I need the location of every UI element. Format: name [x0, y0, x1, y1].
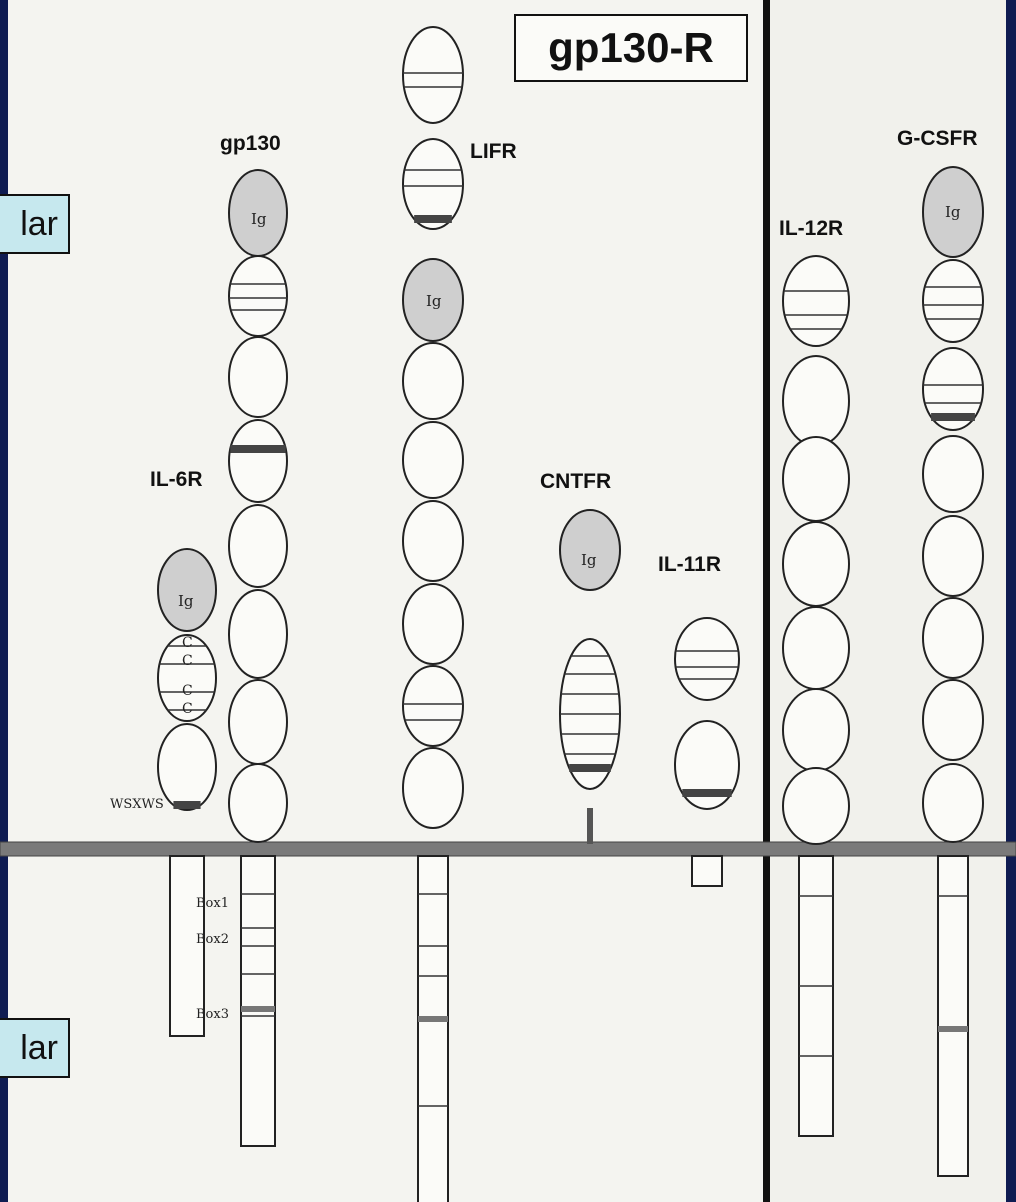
intracellular-label: lar: [0, 1018, 70, 1078]
lifr-domain: [402, 138, 464, 230]
ig-domain-label: Ig: [581, 551, 597, 569]
il12r-domain: [782, 688, 850, 772]
ig-domain-label: Ig: [251, 210, 267, 228]
receptor-label-il12r: IL-12R: [779, 217, 844, 240]
lifr-cytoplasmic-tail: [417, 855, 449, 1202]
diagram-title: gp130-R: [514, 14, 748, 82]
receptor-label-il6r: IL-6R: [150, 468, 203, 491]
gp130-cytoplasmic-tail: [240, 855, 276, 1147]
il12r-domain: [782, 767, 850, 845]
gp130-domain: [228, 336, 288, 418]
gp130-wsxws-band: [230, 445, 286, 453]
lifr-box-band: [418, 1016, 448, 1022]
lifr-domain: [402, 747, 464, 829]
gp130-domain: [228, 679, 288, 765]
gcsfr-wsxws-band: [931, 413, 975, 421]
lifr-domain: [402, 421, 464, 499]
receptor-label-il11r: IL-11R: [658, 553, 722, 576]
gp130-domain: [228, 763, 288, 843]
ig-domain-label: Ig: [426, 292, 442, 310]
gcsfr-ig-domain: [922, 166, 984, 258]
page-divider: [763, 0, 770, 1202]
gcsfr-cytoplasmic-tail: [937, 855, 969, 1177]
ig-domain-label: Ig: [945, 203, 961, 221]
il12r-domain: [782, 521, 850, 607]
cntfr-wsxws-band: [569, 764, 611, 772]
receptor-label-gcsfr: G-CSFR: [897, 127, 978, 150]
gcsfr-box-band: [938, 1026, 968, 1032]
cell-membrane: [0, 841, 1016, 857]
cysteine-label: C: [182, 635, 193, 651]
lifr-wsxws-band: [414, 215, 452, 223]
gp130-domain: [228, 255, 288, 337]
il12r-domain: [782, 436, 850, 522]
gcsfr-domain: [922, 763, 984, 843]
gcsfr-domain: [922, 597, 984, 679]
wsxws-motif-label: WSXWS: [110, 797, 164, 812]
gcsfr-domain: [922, 435, 984, 513]
il12r-domain: [782, 606, 850, 690]
box3-label: Box3: [196, 1007, 229, 1022]
gp130-domain: [228, 589, 288, 679]
gp130-box-band: [241, 1006, 275, 1012]
gp130-domain: [228, 419, 288, 503]
il6r-domain: [157, 723, 217, 811]
box1-label: Box1: [196, 896, 229, 911]
box2-label: Box2: [196, 932, 229, 947]
ig-domain-label: Ig: [178, 592, 194, 610]
gcsfr-domain: [922, 259, 984, 343]
gcsfr-domain: [922, 347, 984, 431]
cysteine-label: C: [182, 701, 193, 717]
gcsfr-domain: [922, 679, 984, 761]
il11r-wsxws-band: [682, 789, 732, 797]
cysteine-label: C: [182, 683, 193, 699]
il11r-cytoplasmic-tail: [691, 855, 723, 887]
il6r-ig-domain: [157, 548, 217, 632]
lifr-domain: [402, 342, 464, 420]
receptor-label-cntfr: CNTFR: [540, 470, 612, 493]
il11r-domain: [674, 617, 740, 701]
page-left: [8, 0, 764, 1202]
il11r-domain: [674, 720, 740, 810]
cysteine-label: C: [182, 653, 193, 669]
gcsfr-domain: [922, 515, 984, 597]
receptor-label-gp130: gp130: [220, 132, 281, 155]
extracellular-label: lar: [0, 194, 70, 254]
lifr-domain: [402, 665, 464, 747]
lifr-domain: [402, 583, 464, 665]
lifr-ig-domain: [402, 258, 464, 342]
lifr-domain: [402, 500, 464, 582]
il12r-domain: [782, 355, 850, 447]
il12r-cytoplasmic-tail: [798, 855, 834, 1137]
il6r-cytoplasmic-tail: [169, 855, 205, 1037]
receptor-label-lifr: LIFR: [470, 140, 517, 163]
il6r-wsxws-band: [173, 801, 201, 809]
il12r-domain: [782, 255, 850, 347]
cntfr-gpi-anchor: [587, 808, 593, 844]
lifr-domain: [402, 26, 464, 124]
il6r-domain: [157, 634, 217, 722]
cntfr-ig-domain: [559, 509, 621, 591]
gp130-domain: [228, 504, 288, 588]
